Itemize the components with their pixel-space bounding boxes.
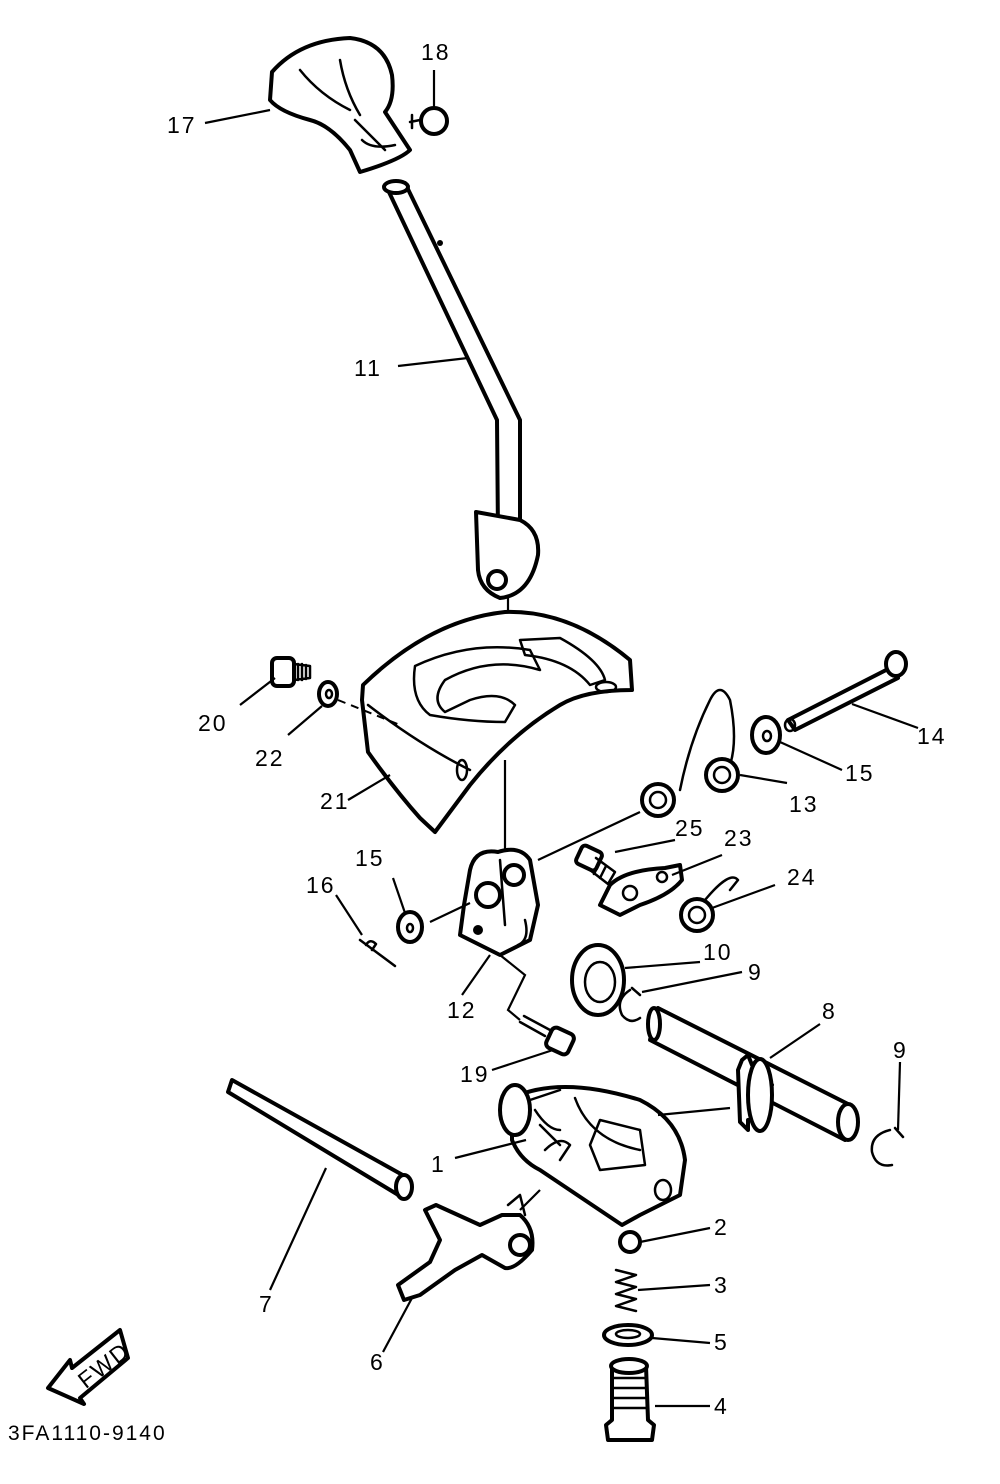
callout-25: 25 [675, 815, 705, 841]
part-14-pin [783, 650, 908, 733]
callout-9-upper: 9 [748, 959, 763, 985]
callout-15-right: 15 [845, 760, 875, 786]
callout-21: 21 [320, 788, 350, 814]
figure-code: 3FA1110-9140 [8, 1422, 167, 1445]
part-22-washer [317, 680, 339, 708]
callout-7: 7 [259, 1291, 274, 1317]
part-9-circlip [870, 1126, 905, 1167]
part-8-shift-shaft [646, 1006, 860, 1142]
leader-lines [204, 70, 919, 1408]
callout-13: 13 [789, 791, 819, 817]
part-16-cotter-pin [358, 938, 397, 968]
callout-6: 6 [370, 1349, 385, 1375]
callout-9-lower: 9 [893, 1037, 908, 1063]
callout-23: 23 [724, 825, 754, 851]
callout-11: 11 [354, 355, 382, 381]
part-12-shift-arm [458, 847, 540, 957]
callout-labels: 17 18 11 20 22 21 14 15 13 25 23 24 15 1… [167, 39, 947, 1419]
part-3-spring [614, 1268, 638, 1313]
part-11-shift-lever [382, 179, 541, 600]
callout-22: 22 [255, 745, 285, 771]
callout-17: 17 [167, 112, 197, 138]
part-10-oil-seal [570, 943, 626, 1017]
callout-19: 19 [460, 1061, 490, 1087]
callout-20: 20 [198, 710, 228, 736]
part-20-bolt [270, 656, 312, 688]
callout-5: 5 [714, 1329, 729, 1355]
part-4-plug-bolt [604, 1357, 656, 1442]
part-7-fork-rod [226, 1078, 414, 1201]
callout-14: 14 [917, 723, 947, 749]
callout-24: 24 [787, 864, 817, 890]
part-17-shift-knob [268, 36, 412, 174]
callout-3: 3 [714, 1272, 729, 1298]
part-13-spring [640, 688, 740, 818]
part-6-shift-fork [396, 1193, 535, 1302]
part-19-bolt [518, 1014, 576, 1057]
callout-2: 2 [714, 1214, 729, 1240]
part-21-shift-gate [360, 609, 634, 834]
callout-16: 16 [306, 872, 336, 898]
part-23-stopper-plate [598, 863, 684, 917]
part-15-washer [750, 715, 782, 755]
part-25-bolt [574, 843, 617, 886]
callout-10: 10 [703, 939, 733, 965]
callout-12: 12 [447, 997, 477, 1023]
callout-15-left: 15 [355, 845, 385, 871]
part-18-screw [408, 106, 449, 136]
fwd-arrow-icon: FWD [46, 1328, 135, 1406]
part-24-spring [679, 876, 740, 933]
callout-18: 18 [421, 39, 451, 65]
part-15-washer [396, 910, 424, 944]
callout-8: 8 [822, 998, 837, 1024]
part-1-shift-drum [498, 1083, 687, 1227]
callout-1: 1 [431, 1151, 446, 1177]
part-5-washer [602, 1323, 654, 1347]
part-9-circlip [618, 986, 642, 1023]
part-2-ball [618, 1230, 642, 1254]
callout-4: 4 [714, 1393, 729, 1419]
